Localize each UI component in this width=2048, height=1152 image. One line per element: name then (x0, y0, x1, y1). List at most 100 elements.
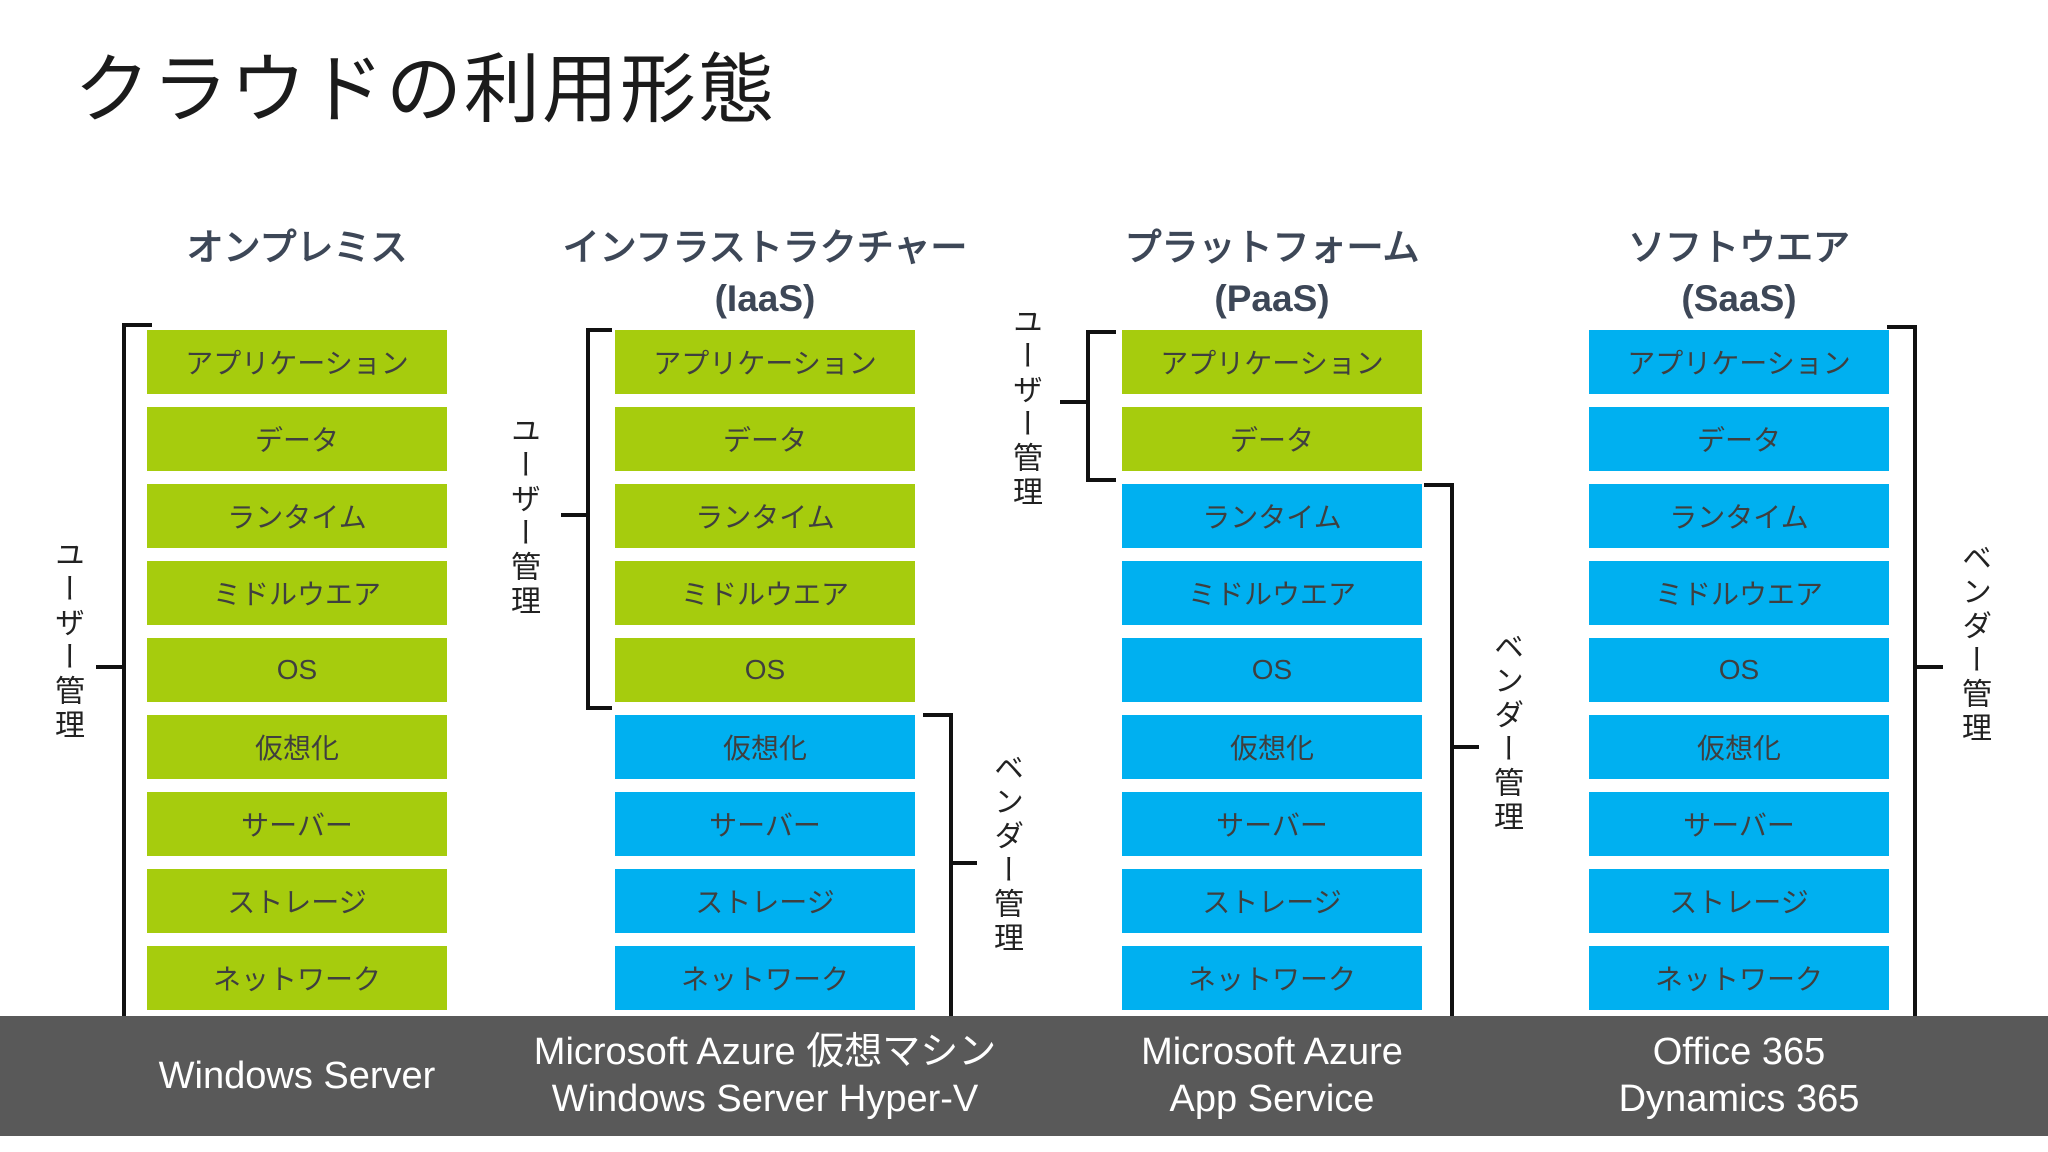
bracket-vendor-paas (1424, 483, 1454, 1020)
layer-box-vendor-managed: データ (1589, 407, 1889, 471)
layer-label: 仮想化 (1229, 733, 1314, 764)
layer-box-user-managed: ランタイム (615, 484, 915, 548)
layer-box-vendor-managed: ミドルウエア (1122, 561, 1422, 625)
layer-label: ストレージ (695, 887, 835, 918)
layer-box-vendor-managed: サーバー (1122, 792, 1422, 856)
bracket-label-vendor-saas: ベンダー管理 (1957, 542, 1990, 746)
layer-box-vendor-managed: ランタイム (1589, 484, 1889, 548)
layer-label: データ (1696, 425, 1781, 456)
footer-product-saas: Office 365 Dynamics 365 (1619, 1016, 1860, 1136)
layer-stack-on-premises: アプリケーションデータランタイムミドルウエア OS 仮想化サーバーストレージネットワ… (147, 330, 447, 1023)
bracket-user-paas (1086, 330, 1116, 482)
layer-box-user-managed: 仮想化 (147, 715, 447, 779)
layer-box-vendor-managed: ネットワーク (615, 946, 915, 1010)
layer-label: サーバー (1683, 810, 1795, 841)
footer-line: Microsoft Azure (1141, 1031, 1403, 1073)
page-title: クラウドの利用形態 (74, 48, 776, 133)
layer-label: ネットワーク (212, 964, 381, 995)
bracket-tick-user-paas (1060, 400, 1088, 404)
footer-line: Office 365 (1652, 1031, 1826, 1073)
footer-bar: Windows Server Microsoft Azure 仮想マシン Win… (0, 1016, 2048, 1136)
layer-box-user-managed: OS (147, 638, 447, 702)
layer-box-vendor-managed: アプリケーション (1589, 330, 1889, 394)
layer-stack-saas: アプリケーションデータランタイムミドルウエア OS 仮想化サーバーストレージネットワ… (1589, 330, 1889, 1023)
layer-label: ミドルウエア (1654, 579, 1823, 610)
layer-label: アプリケーション (185, 348, 409, 379)
layer-label: 仮想化 (254, 733, 339, 764)
layer-label: サーバー (1216, 810, 1328, 841)
layer-label: ストレージ (1669, 887, 1809, 918)
bracket-tick-user-iaas (561, 513, 588, 517)
bracket-user-iaas (586, 328, 612, 710)
layer-label: ミドルウエア (1187, 579, 1356, 610)
layer-label: ネットワーク (680, 964, 849, 995)
layer-label: ネットワーク (1654, 964, 1823, 995)
layer-label: OS (1251, 654, 1293, 685)
layer-label: サーバー (241, 810, 353, 841)
layer-box-user-managed: ミドルウエア (615, 561, 915, 625)
layer-box-user-managed: ネットワーク (147, 946, 447, 1010)
layer-label: 仮想化 (722, 733, 807, 764)
layer-box-vendor-managed: 仮想化 (615, 715, 915, 779)
footer-line: App Service (1169, 1078, 1375, 1120)
layer-box-user-managed: ストレージ (147, 869, 447, 933)
column-subtitle: (SaaS) (1681, 278, 1797, 319)
layer-label: ネットワーク (1187, 964, 1356, 995)
layer-box-vendor-managed: ネットワーク (1122, 946, 1422, 1010)
layer-box-vendor-managed: ミドルウエア (1589, 561, 1889, 625)
bracket-tick-vendor-saas (1913, 665, 1943, 669)
footer-product-iaas: Microsoft Azure 仮想マシン Windows Server Hyp… (534, 1016, 996, 1136)
layer-box-user-managed: ミドルウエア (147, 561, 447, 625)
layer-box-user-managed: データ (147, 407, 447, 471)
bracket-user-on-premises (122, 323, 152, 1020)
column-header-iaas: インフラストラクチャー (IaaS) (563, 222, 968, 324)
layer-box-vendor-managed: 仮想化 (1589, 715, 1889, 779)
layer-label: OS (276, 654, 318, 685)
column-subtitle: (IaaS) (714, 278, 816, 319)
bracket-label-vendor-iaas: ベンダー管理 (989, 752, 1022, 956)
column-title: プラットフォーム (1124, 227, 1420, 268)
layer-label: データ (254, 425, 339, 456)
layer-label: 仮想化 (1696, 733, 1781, 764)
layer-label: ストレージ (1202, 887, 1342, 918)
footer-line: Windows Server (158, 1054, 436, 1097)
layer-label: OS (1718, 654, 1760, 685)
layer-label: ミドルウエア (680, 579, 849, 610)
column-header-on-premises: オンプレミス (187, 222, 408, 273)
layer-box-vendor-managed: サーバー (1589, 792, 1889, 856)
footer-line: Dynamics 365 (1618, 1078, 1860, 1120)
layer-label: アプリケーション (1627, 348, 1851, 379)
bracket-vendor-iaas (923, 713, 953, 1020)
layer-label: ミドルウエア (212, 579, 381, 610)
layer-box-vendor-managed: OS (1589, 638, 1889, 702)
column-title: オンプレミス (186, 227, 408, 268)
bracket-tick-vendor-iaas (949, 861, 977, 865)
layer-box-vendor-managed: 仮想化 (1122, 715, 1422, 779)
column-title: インフラストラクチャー (562, 227, 968, 268)
layer-label: ランタイム (695, 502, 835, 533)
layer-box-vendor-managed: OS (1122, 638, 1422, 702)
bracket-label-user-on-premises: ユーザー管理 (50, 539, 83, 743)
bracket-label-vendor-paas: ベンダー管理 (1489, 631, 1522, 835)
layer-box-user-managed: アプリケーション (615, 330, 915, 394)
layer-label: ストレージ (227, 887, 367, 918)
column-title: ソフトウエア (1628, 227, 1850, 268)
layer-box-user-managed: データ (1122, 407, 1422, 471)
bracket-label-user-iaas: ユーザー管理 (506, 415, 539, 619)
bracket-label-user-paas: ユーザー管理 (1008, 306, 1041, 510)
column-subtitle: (PaaS) (1214, 278, 1330, 319)
footer-line: Microsoft Azure 仮想マシン (533, 1031, 997, 1073)
layer-label: アプリケーション (1160, 348, 1384, 379)
layer-label: ランタイム (227, 502, 367, 533)
layer-box-user-managed: アプリケーション (1122, 330, 1422, 394)
layer-box-user-managed: ランタイム (147, 484, 447, 548)
layer-box-vendor-managed: ストレージ (1589, 869, 1889, 933)
layer-label: ランタイム (1669, 502, 1809, 533)
layer-label: サーバー (709, 810, 821, 841)
layer-box-vendor-managed: ストレージ (1122, 869, 1422, 933)
layer-label: OS (744, 654, 786, 685)
layer-box-vendor-managed: ストレージ (615, 869, 915, 933)
